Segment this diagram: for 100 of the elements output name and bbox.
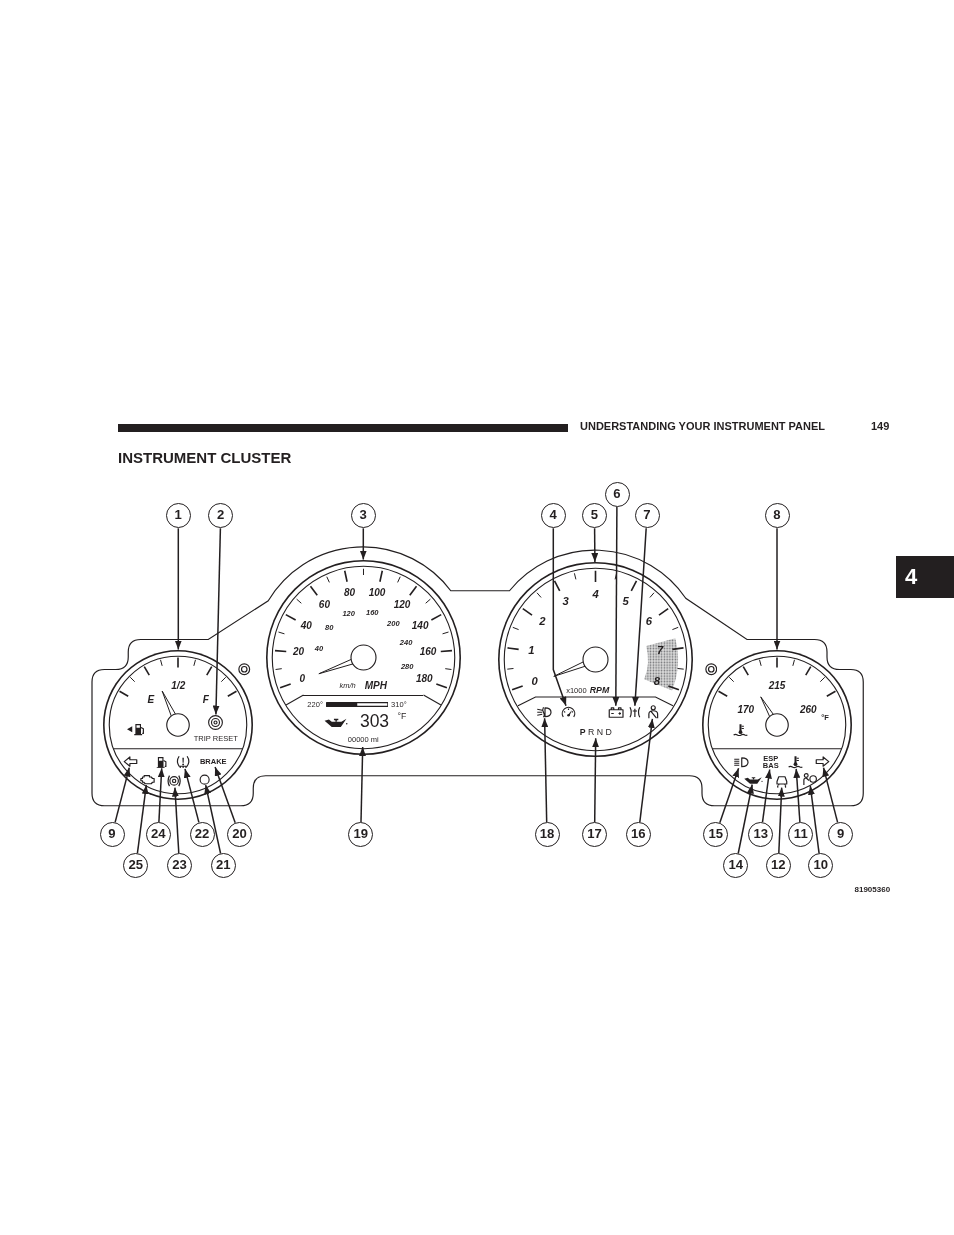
leader-line xyxy=(639,718,655,823)
right-arrow-icon xyxy=(814,756,830,768)
temperature-readout: 303 xyxy=(359,713,390,731)
callout-number: 12 xyxy=(765,853,791,879)
wheel-icon xyxy=(166,773,183,788)
ring-icon xyxy=(198,773,211,786)
unit-label: MPH xyxy=(364,680,387,691)
fuel-pump-icon xyxy=(156,755,168,769)
gear-indicator: P R N D xyxy=(575,725,616,739)
scale-number: 120 xyxy=(393,599,411,610)
scale-number: 4 xyxy=(592,588,599,601)
scale-number: 40 xyxy=(300,620,312,631)
callout-number: 16 xyxy=(625,822,651,847)
callout-number: 15 xyxy=(703,822,729,847)
callout-number: 7 xyxy=(634,503,660,529)
leader-line xyxy=(359,527,367,561)
scale-number: 160 xyxy=(419,646,437,657)
leader-line xyxy=(214,766,236,824)
figure-code: 81905360 xyxy=(854,885,891,894)
section-title: INSTRUMENT CLUSTER xyxy=(118,450,292,465)
callout-number: 9 xyxy=(828,822,854,847)
callout-number: 2 xyxy=(208,503,234,529)
fog-light-icon xyxy=(536,705,553,719)
left-arrow-icon xyxy=(123,756,139,768)
engine-icon xyxy=(139,773,155,786)
leader-line xyxy=(808,785,820,855)
scale-number: 80 xyxy=(343,588,356,599)
running-header: UNDERSTANDING YOUR INSTRUMENT PANEL xyxy=(580,421,826,432)
leader-line xyxy=(822,766,839,824)
battery-icon xyxy=(607,705,624,719)
speedometer-icon xyxy=(560,705,576,719)
callout-number: 22 xyxy=(189,822,215,847)
callout-number: 3 xyxy=(350,503,376,529)
oil-can-icon xyxy=(743,774,764,785)
bracket-symbol-icon xyxy=(627,705,642,719)
callout-number: 14 xyxy=(723,853,749,879)
leader-line xyxy=(541,717,549,823)
thermometer-icon xyxy=(788,755,804,769)
callout-number: 19 xyxy=(348,822,374,847)
scale-letter: E xyxy=(147,694,155,705)
callout-number: 5 xyxy=(582,503,607,529)
scale-number: 1 xyxy=(528,645,535,657)
leader-line xyxy=(719,767,740,824)
leader-line xyxy=(183,768,200,824)
scale-number: 100 xyxy=(368,588,386,599)
scale-number: 6 xyxy=(645,616,653,628)
callout-number: 11 xyxy=(788,822,814,847)
callout-number: 23 xyxy=(167,853,192,879)
callout-number: 17 xyxy=(582,822,607,847)
leader-line xyxy=(632,527,647,707)
scale-number: 170 xyxy=(737,704,755,715)
leader-line xyxy=(552,527,567,707)
skidding-car-icon xyxy=(775,773,789,788)
scale-number: 1/2 xyxy=(171,680,186,691)
scale-number: 5 xyxy=(622,596,629,608)
callout-number: 1 xyxy=(165,503,191,529)
leader-line xyxy=(114,766,131,824)
scale-number: 215 xyxy=(768,680,786,691)
leader-line xyxy=(157,767,165,823)
reset-knob-icon xyxy=(208,714,224,730)
scale-number: 0 xyxy=(299,674,305,685)
leader-line xyxy=(761,768,772,823)
leader-line xyxy=(136,784,149,855)
chapter-tab: 4 xyxy=(896,556,954,598)
page-number: 149 xyxy=(871,421,890,432)
seatbelt-icon xyxy=(647,705,660,719)
callout-number: 10 xyxy=(808,853,834,879)
scale-number: 8 xyxy=(653,676,660,688)
callout-number: 24 xyxy=(145,822,171,847)
callout-number: 9 xyxy=(99,822,125,847)
scale-letter: F xyxy=(202,694,209,705)
leader-line xyxy=(171,786,180,855)
callout-number: 8 xyxy=(764,503,790,529)
leader-line xyxy=(212,527,222,716)
callout-number: 25 xyxy=(123,853,149,879)
tire-warning-icon xyxy=(175,755,192,769)
leader-line xyxy=(612,506,620,707)
callout-number: 21 xyxy=(210,853,236,879)
unit-label: RPM xyxy=(589,685,610,694)
callout-number: 4 xyxy=(540,503,566,529)
scale-number: 7 xyxy=(657,645,664,657)
scale-number: 2 xyxy=(539,616,546,628)
scale-number: 60 xyxy=(318,599,330,610)
callout-number: 18 xyxy=(534,822,560,847)
callout-number: 13 xyxy=(748,822,774,847)
leader-line xyxy=(359,746,366,823)
leader-line xyxy=(773,527,781,651)
scale-number: 3 xyxy=(562,596,569,608)
scale-number: 0 xyxy=(531,676,538,688)
leader-line xyxy=(793,768,801,823)
leader-line xyxy=(591,527,599,563)
callout-number: 20 xyxy=(227,822,252,847)
scale-number: 20 xyxy=(292,646,304,657)
leader-line xyxy=(204,784,222,855)
callout-number: 6 xyxy=(604,482,630,507)
scale-number: 140 xyxy=(411,620,429,631)
airbag-icon xyxy=(802,773,817,786)
headlight-icon xyxy=(732,755,749,769)
unit-label: °F xyxy=(397,711,407,721)
leader-line xyxy=(737,783,754,855)
